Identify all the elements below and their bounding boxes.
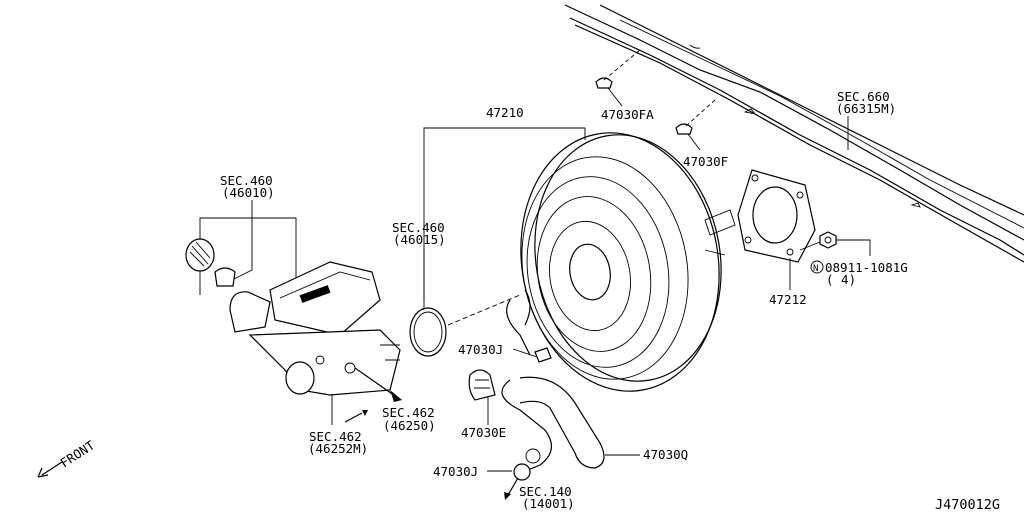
- label-sec-462-a: SEC.462: [382, 405, 435, 420]
- label-sec-140: SEC.140: [519, 484, 572, 499]
- label-clamp-upper: 47030J: [458, 342, 503, 357]
- grommet-f-drawing: [675, 99, 716, 151]
- dash-panel-drawing: [564, 4, 1024, 263]
- label-nut-qty: ( 4): [826, 272, 856, 287]
- label-sec-660-ref: (66315M): [836, 101, 896, 116]
- nut-drawing: [799, 231, 871, 256]
- label-hose: 47030Q: [643, 447, 688, 462]
- brake-booster-drawing: [520, 132, 736, 392]
- label-grommet-f: 47030F: [683, 154, 728, 169]
- label-sec-462-a-ref: (46250): [383, 418, 436, 433]
- label-front: FRONT: [57, 437, 97, 470]
- o-ring-drawing: [409, 294, 521, 357]
- label-sec-660: SEC.660: [837, 89, 890, 104]
- label-clip: 47030E: [461, 425, 506, 440]
- diagram-id: J470012G: [935, 497, 1000, 512]
- label-grommet-fa: 47030FA: [601, 107, 654, 122]
- label-booster: 47210: [486, 105, 524, 120]
- label-sec-462-b-ref: (46252M): [308, 441, 368, 456]
- label-nut-prefix: N: [813, 264, 818, 274]
- label-sec-460-oring: SEC.460: [392, 220, 445, 235]
- master-cylinder-drawing: [185, 238, 402, 423]
- vacuum-hose-drawing: [468, 289, 605, 500]
- label-sec-460-reservoir-ref: (46010): [222, 185, 275, 200]
- label-sec-460-oring-ref: (46015): [393, 232, 446, 247]
- front-arrow: [37, 461, 63, 478]
- label-clamp-lower: 47030J: [433, 464, 478, 479]
- label-sec-140-ref: (14001): [522, 496, 575, 511]
- n-circle-icon: [810, 260, 824, 274]
- grommet-fa-drawing: [595, 49, 641, 107]
- label-nut: 08911-1081G: [825, 260, 908, 275]
- label-sec-460-reservoir: SEC.460: [220, 173, 273, 188]
- gasket-drawing: [737, 169, 816, 290]
- label-gasket: 47212: [769, 292, 807, 307]
- label-sec-462-b: SEC.462: [309, 429, 362, 444]
